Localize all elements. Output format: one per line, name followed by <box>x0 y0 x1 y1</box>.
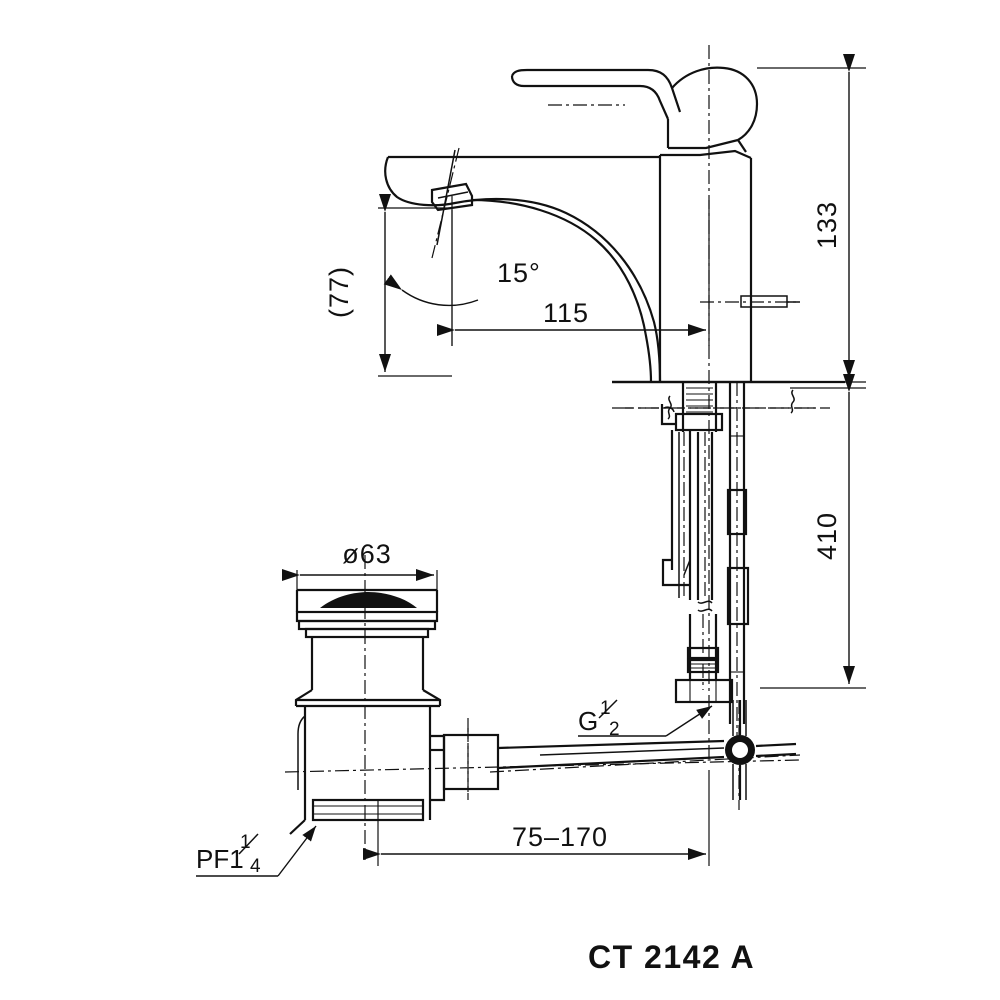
dimension-15-degree-text: 15° <box>497 258 541 288</box>
supply-tube <box>674 432 734 704</box>
lift-rod <box>726 382 750 740</box>
dimension-133: 133 <box>757 53 866 383</box>
label-drain-thread-denominator: 4 <box>250 856 261 877</box>
pivot-nut <box>442 728 500 796</box>
dimension-75-170: 75–170 <box>362 770 710 866</box>
label-drain-thread: PF1 1 4 <box>196 825 317 877</box>
cartridge-stem <box>661 430 692 600</box>
dimension-diameter-63-text: ø63 <box>342 539 392 569</box>
horizontal-pop-up-rod <box>489 700 801 800</box>
dimension-115-text: 115 <box>543 298 589 328</box>
dimension-410: 410 <box>760 373 866 689</box>
label-inlet-thread-letter: G <box>578 706 598 736</box>
label-inlet-thread-denominator: 2 <box>609 719 620 740</box>
dimension-133-text: 133 <box>812 201 842 249</box>
label-drain-thread-numerator: 1 <box>240 832 251 853</box>
faucet-body <box>384 147 790 384</box>
aerator <box>740 295 800 308</box>
dimension-15-degree: 15° <box>383 258 541 307</box>
lever-handle <box>510 66 759 153</box>
dimension-77-text: (77) <box>324 266 354 318</box>
mounting-shank <box>660 382 724 432</box>
dimension-410-text: 410 <box>812 512 842 560</box>
drain-flange <box>294 588 442 708</box>
model-number-title: CT 2142 A <box>588 939 755 975</box>
dimension-77: (77) <box>324 193 452 377</box>
dimension-75-170-text: 75–170 <box>512 822 608 852</box>
label-inlet-thread: G 1 2 <box>578 698 713 740</box>
label-inlet-thread-numerator: 1 <box>600 698 611 719</box>
dimension-115: 115 <box>436 200 710 346</box>
dimension-diameter-63: ø63 <box>281 539 438 596</box>
label-drain-thread-prefix: PF1 <box>196 844 244 874</box>
drain-body <box>289 706 446 835</box>
